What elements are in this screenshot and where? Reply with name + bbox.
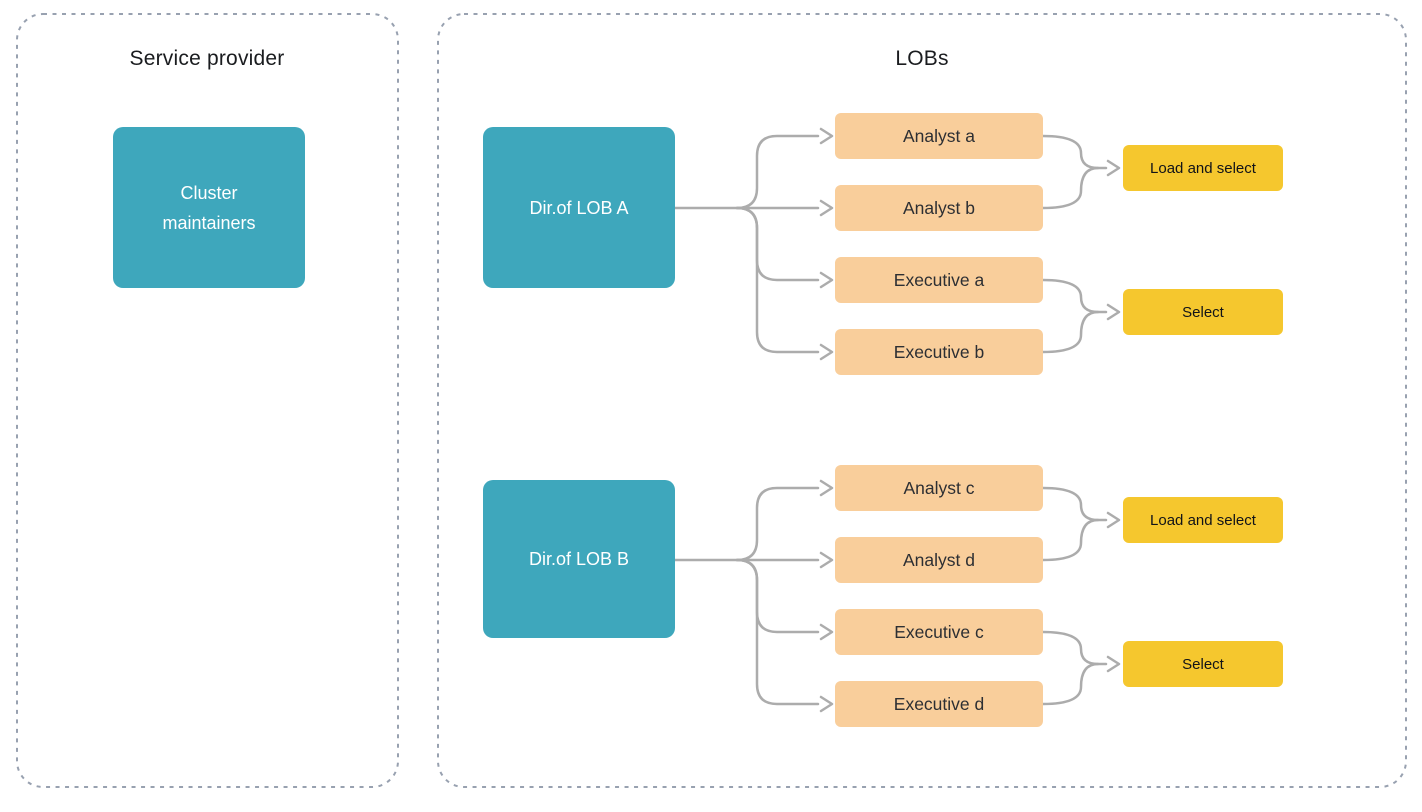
- member-node-executive-c: Executive c: [835, 609, 1043, 655]
- output-label: Select: [1182, 303, 1224, 321]
- member-node-executive-a: Executive a: [835, 257, 1043, 303]
- member-label: Executive a: [893, 269, 985, 290]
- member-label: Analyst d: [903, 549, 975, 570]
- edges-lob-a-merge: [1041, 134, 1121, 354]
- output-label: Select: [1182, 655, 1224, 673]
- output-label: Load and select: [1150, 159, 1256, 177]
- output-label: Load and select: [1150, 511, 1256, 529]
- lobs-title: LOBs: [895, 47, 949, 70]
- member-label: Analyst c: [903, 477, 975, 498]
- output-node-select-a: Select: [1123, 289, 1283, 335]
- director-label: Dir.of LOB A: [529, 197, 629, 218]
- member-node-executive-d: Executive d: [835, 681, 1043, 727]
- cluster-maintainers-label: Cluster maintainers: [162, 182, 256, 233]
- member-node-analyst-a: Analyst a: [835, 113, 1043, 159]
- director-node-lob-b: Dir.of LOB B: [483, 480, 675, 638]
- output-node-load-and-select-b: Load and select: [1123, 497, 1283, 543]
- edges-lob-b-fanout: [673, 479, 834, 713]
- cluster-maintainers-node: Cluster maintainers: [113, 127, 305, 288]
- member-node-analyst-b: Analyst b: [835, 185, 1043, 231]
- member-node-analyst-d: Analyst d: [835, 537, 1043, 583]
- output-node-load-and-select-a: Load and select: [1123, 145, 1283, 191]
- member-node-analyst-c: Analyst c: [835, 465, 1043, 511]
- member-label: Analyst b: [903, 197, 975, 218]
- member-label: Executive b: [893, 341, 985, 362]
- member-label: Analyst a: [903, 125, 975, 146]
- director-label: Dir.of LOB B: [528, 549, 630, 569]
- member-label: Executive c: [894, 621, 984, 642]
- service-provider-title: Service provider: [129, 47, 285, 70]
- member-label: Executive d: [893, 693, 985, 714]
- edges-lob-b-merge: [1041, 486, 1121, 706]
- director-node-lob-a: Dir.of LOB A: [483, 127, 675, 288]
- member-node-executive-b: Executive b: [835, 329, 1043, 375]
- output-node-select-b: Select: [1123, 641, 1283, 687]
- edges-lob-a-fanout: [673, 127, 834, 361]
